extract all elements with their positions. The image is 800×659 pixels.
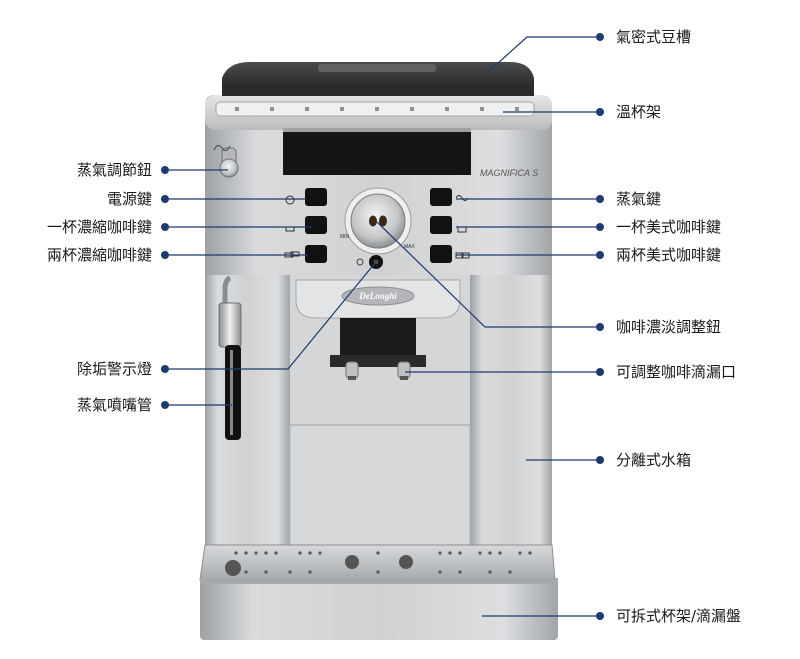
label-bean-hopper: 氣密式豆槽 <box>616 28 692 46</box>
descale-icon <box>356 258 364 266</box>
bean-hopper-lid[interactable] <box>222 62 534 96</box>
coffee-spout[interactable] <box>345 361 411 380</box>
label-two-americano: 兩杯美式咖啡鍵 <box>616 246 722 264</box>
two-americano-button[interactable] <box>430 245 452 263</box>
steam-icon <box>455 195 469 201</box>
leader-dots <box>161 33 604 620</box>
leader-strength-knob <box>376 221 600 328</box>
double-mug-icon <box>455 252 470 259</box>
label-water-tank: 分離式水箱 <box>616 451 692 469</box>
leader-descale-light <box>165 262 376 370</box>
label-cup-warmer: 溫杯架 <box>616 103 662 121</box>
drip-tray[interactable] <box>199 544 558 640</box>
label-one-americano: 一杯美式咖啡鍵 <box>616 218 722 236</box>
steam-knob[interactable] <box>213 144 239 178</box>
label-adjustable-spout: 可調整咖啡滴漏口 <box>616 363 737 381</box>
one-espresso-button[interactable] <box>305 216 327 234</box>
leader-bean-hopper <box>487 36 600 73</box>
power-icon <box>285 195 295 205</box>
label-descale-light: 除垢警示燈 <box>76 360 152 378</box>
strength-knob[interactable]: MIN MAX <box>340 187 416 255</box>
bean-icon <box>379 215 387 227</box>
bean-icon <box>369 215 377 227</box>
leader-lines <box>165 36 600 617</box>
label-drip-tray: 可拆式杯架/滴漏盤 <box>616 607 742 625</box>
two-espresso-button[interactable] <box>305 245 327 263</box>
knob-min-label: MIN <box>340 234 350 240</box>
water-tank[interactable] <box>289 424 471 546</box>
one-americano-button[interactable] <box>430 216 452 234</box>
brew-unit: DeLonghi <box>205 275 552 560</box>
label-steam-button: 蒸氣鍵 <box>616 190 662 208</box>
label-strength-knob: 咖啡濃淡調整鈕 <box>616 318 722 336</box>
power-button[interactable] <box>305 188 327 206</box>
label-one-espresso: 一杯濃縮咖啡鍵 <box>46 218 152 236</box>
label-two-espresso: 兩杯濃縮咖啡鍵 <box>46 246 152 264</box>
label-steam-wand: 蒸氣噴嘴管 <box>76 396 152 414</box>
label-power-button: 電源鍵 <box>106 190 152 208</box>
right-buttons <box>430 188 470 263</box>
brand-logo: DeLonghi <box>358 291 397 301</box>
model-name: MAGNIFICA S <box>480 168 538 178</box>
left-buttons <box>284 188 327 263</box>
label-steam-knob: 蒸氣調節鈕 <box>76 161 152 179</box>
steam-button[interactable] <box>430 188 452 206</box>
knob-max-label: MAX <box>404 244 416 250</box>
